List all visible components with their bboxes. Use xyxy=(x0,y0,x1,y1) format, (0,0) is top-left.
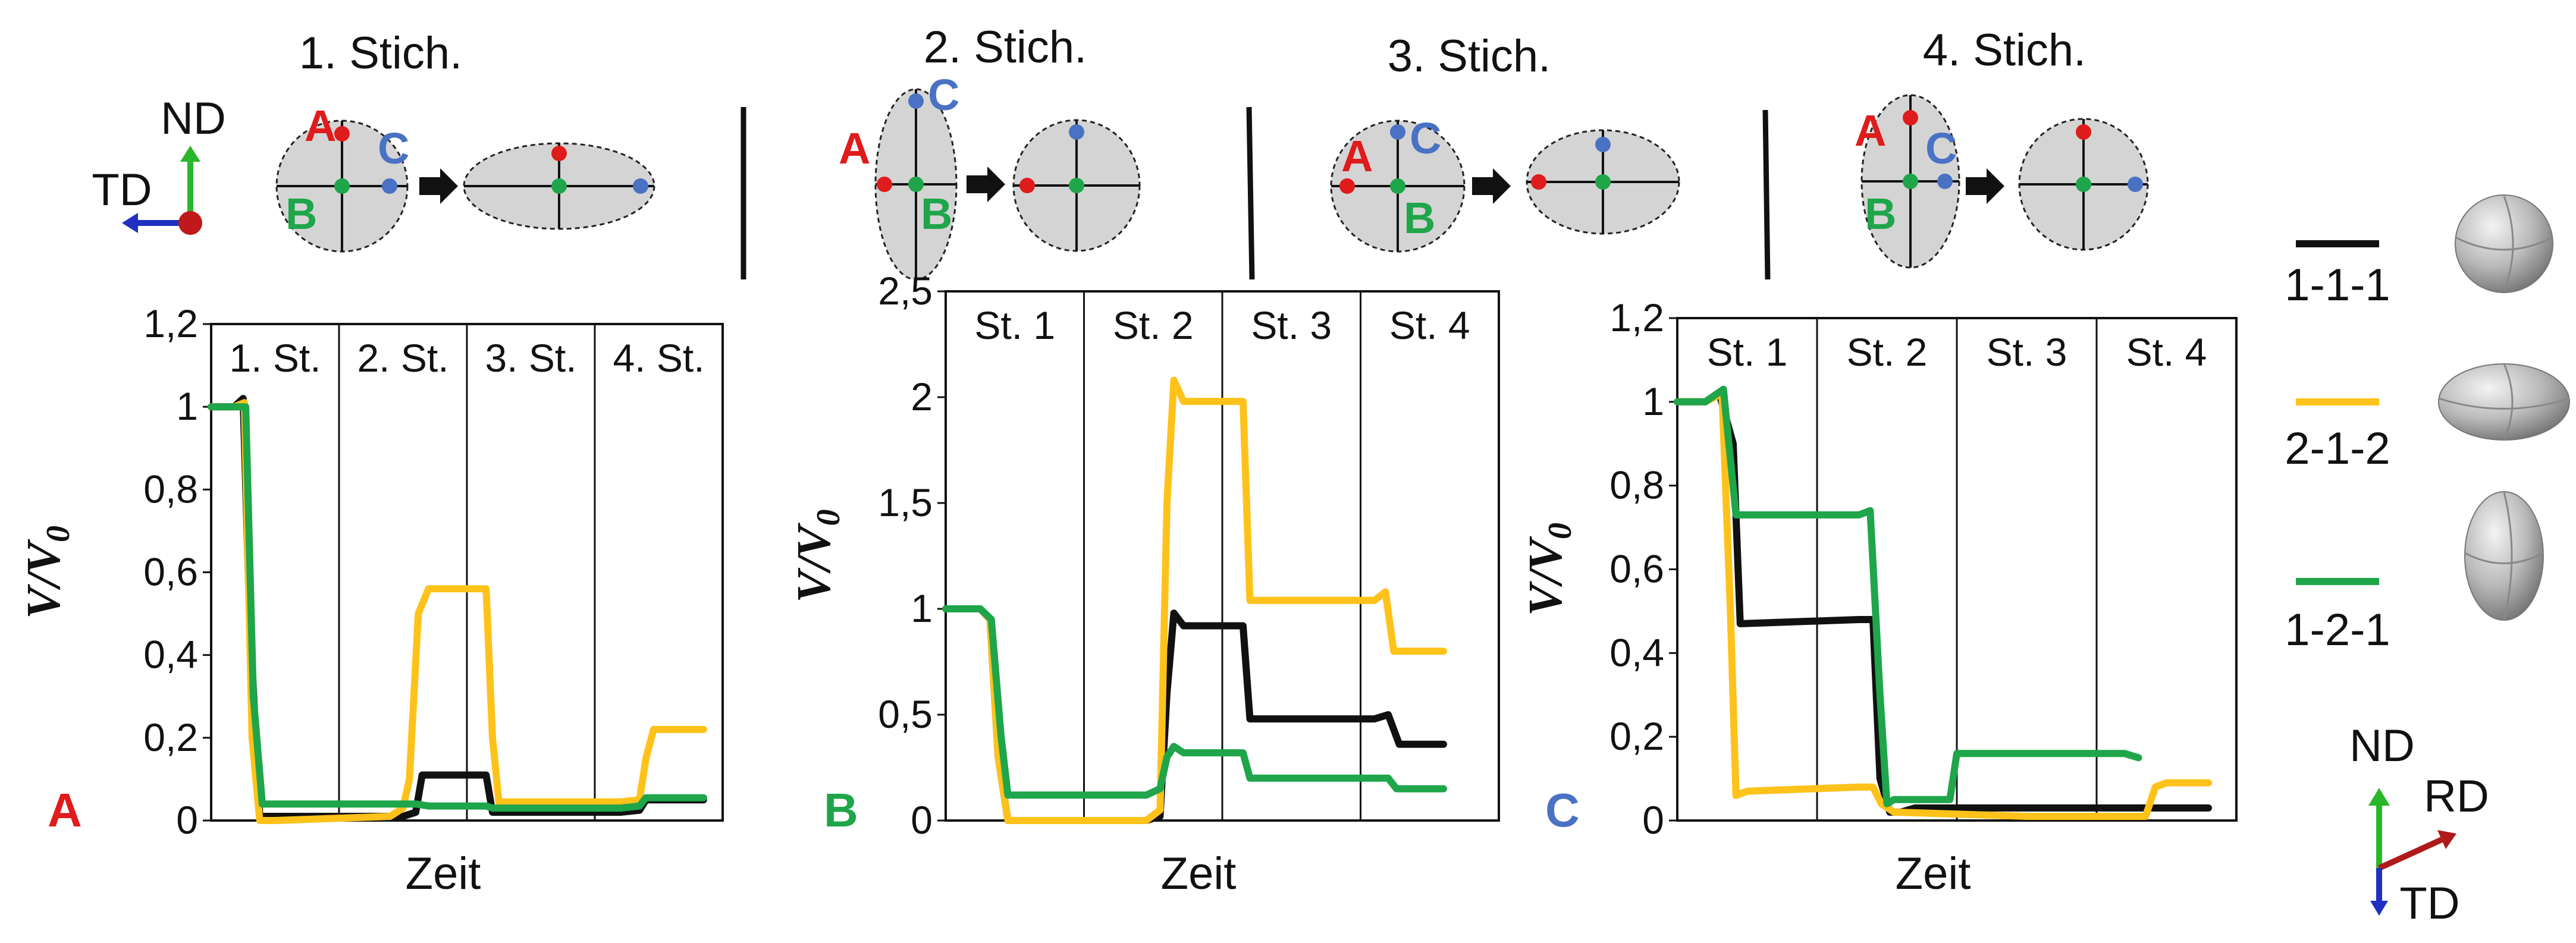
x-axis-label: Zeit xyxy=(1161,848,1237,899)
x-axis-label: Zeit xyxy=(1896,848,1971,899)
y-tick-label: 0 xyxy=(1642,798,1664,842)
y-axis-label: V/V0 xyxy=(1520,523,1579,616)
pass-title-2: 2. Stich. xyxy=(924,22,1087,73)
stage-label: 3. St. xyxy=(485,336,576,380)
series-line-s212 xyxy=(208,399,707,824)
stage-label: 1. St. xyxy=(229,336,321,380)
y-tick-label: 0,2 xyxy=(143,715,198,759)
series-line-s212 xyxy=(1674,389,2212,820)
y-tick-label: 0,4 xyxy=(143,633,198,677)
p3-label-c: C xyxy=(1410,114,1441,163)
legend-label-1-1-1: 1-1-1 xyxy=(2285,260,2390,310)
series-line-s121 xyxy=(208,403,707,812)
y-tick-label: 1,2 xyxy=(143,301,198,345)
p4-label-c: C xyxy=(1925,124,1957,173)
legend-label-2-1-2: 2-1-2 xyxy=(2285,423,2390,474)
chart-panel-c: St. 1 St. 2 St. 3 St. 4 0 0,2 0,4 0,6 0,8 1 1,2Zei… xyxy=(1520,296,2238,899)
y-tick-label: 1 xyxy=(1642,379,1664,423)
p1-label-c: C xyxy=(378,124,409,173)
p4-label-b: B xyxy=(1865,189,1896,238)
pass-1-schematic: A B C xyxy=(275,101,655,253)
coord-large-up-label: ND xyxy=(2349,721,2415,771)
schematic-row: 1. Stich. 2. Stich. 3. Stich. 4. Stich. … xyxy=(92,22,2149,281)
y-tick-label: 0,2 xyxy=(1609,714,1664,758)
chart-panel-a: 1. St. 2. St. 3. St. 4. St. 0 0,2 0,4 0,6 0,8 1 1,… xyxy=(18,301,724,899)
series-line-s111 xyxy=(208,395,707,820)
y-tick-label: 2,5 xyxy=(878,269,933,313)
legend: 1-1-1 2-1-2 1-2-1 xyxy=(2285,194,2570,655)
y-axis-label: V/V0 xyxy=(18,526,77,619)
p2-label-a: A xyxy=(839,124,870,173)
y-tick-label: 2 xyxy=(911,375,933,419)
y-tick-label: 0,5 xyxy=(878,692,933,736)
y-tick-label: 1 xyxy=(911,586,933,630)
oblate-spheroid-icon xyxy=(2438,363,2570,441)
p4-label-a: A xyxy=(1855,106,1886,155)
coord-large-down-label: TD xyxy=(2399,878,2459,929)
pass-4-schematic: A B C xyxy=(1855,94,2149,269)
y-tick-label: 1,2 xyxy=(1609,296,1664,340)
series-line-s121 xyxy=(1674,385,2142,807)
stage-label: St. 4 xyxy=(1389,303,1470,347)
stage-label: St. 3 xyxy=(1987,330,2067,374)
pass-2-schematic: A B C xyxy=(839,70,1141,281)
coord-large-right-label: RD xyxy=(2424,771,2489,822)
series-line-s111 xyxy=(942,605,1447,824)
stage-label: St. 1 xyxy=(1707,330,1788,374)
prolate-spheroid-icon xyxy=(2464,491,2544,621)
y-tick-label: 1,5 xyxy=(878,480,933,524)
coord-icon-large: ND RD TD xyxy=(2349,721,2489,929)
y-tick-label: 0,4 xyxy=(1609,630,1664,674)
p1-label-b: B xyxy=(285,189,317,238)
stage-label: St. 2 xyxy=(1847,330,1928,374)
p3-label-a: A xyxy=(1341,131,1373,181)
pass-title-3: 3. Stich. xyxy=(1388,31,1551,81)
x-axis-label: Zeit xyxy=(406,848,481,899)
p2-label-c: C xyxy=(928,70,959,120)
panel-label: C xyxy=(1545,784,1580,837)
p2-label-b: B xyxy=(921,189,952,238)
panel-label: B xyxy=(824,784,858,837)
pass-title-4: 4. Stich. xyxy=(1923,25,2086,76)
y-tick-label: 0,6 xyxy=(1609,547,1664,591)
p1-label-a: A xyxy=(305,101,336,150)
y-tick-label: 0 xyxy=(911,798,933,842)
stage-label: St. 1 xyxy=(974,303,1055,347)
legend-label-1-2-1: 1-2-1 xyxy=(2285,605,2390,655)
y-tick-label: 0 xyxy=(176,798,198,842)
stage-label: St. 4 xyxy=(2126,330,2207,374)
stage-label: St. 3 xyxy=(1251,303,1332,347)
coord-small-left-label: TD xyxy=(92,165,152,215)
coord-icon-small: ND TD xyxy=(92,93,226,235)
panel-label: A xyxy=(48,784,82,837)
pass-3-schematic: A B C xyxy=(1330,114,1680,253)
sphere-icon xyxy=(2455,194,2553,293)
pass-title-1: 1. Stich. xyxy=(299,28,463,78)
series-line-s111 xyxy=(1674,389,2212,816)
p3-label-b: B xyxy=(1404,193,1435,243)
coord-small-up-label: ND xyxy=(161,93,226,144)
stage-label: St. 2 xyxy=(1113,303,1194,347)
series-line-s121 xyxy=(942,605,1447,799)
stage-label: 2. St. xyxy=(357,336,448,380)
stage-label: 4. St. xyxy=(613,336,704,380)
y-axis-label: V/V0 xyxy=(788,510,847,603)
y-tick-label: 0,6 xyxy=(143,550,198,594)
y-tick-label: 0,8 xyxy=(1609,463,1664,507)
y-tick-label: 1 xyxy=(176,384,198,428)
y-tick-label: 0,8 xyxy=(143,467,198,511)
